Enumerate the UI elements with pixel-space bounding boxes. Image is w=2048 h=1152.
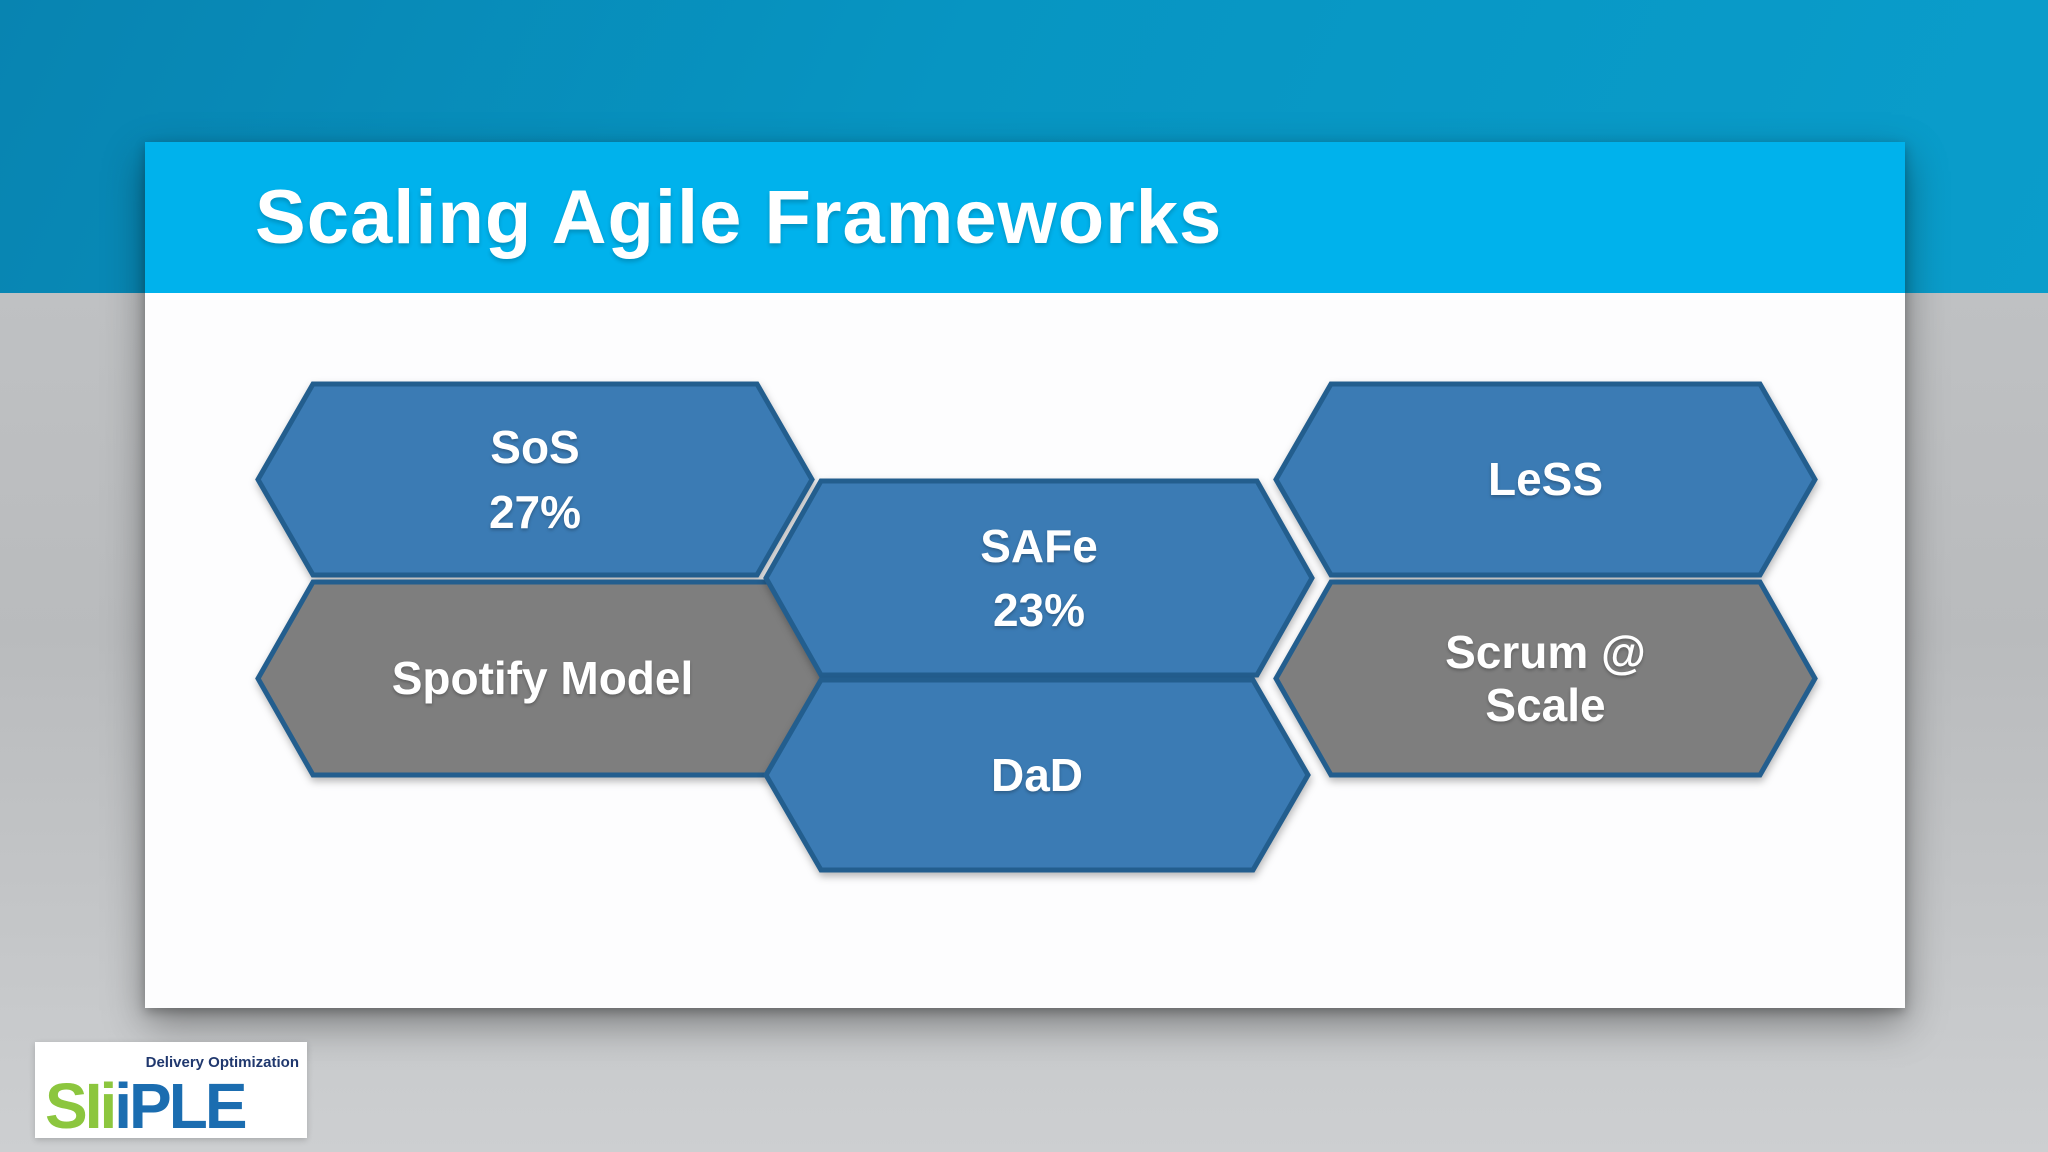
hexagon-sos-label: SoS: [490, 421, 580, 474]
logo-tagline: Delivery Optimization: [145, 1054, 299, 1071]
hexagon-scrum-at-scale: Scrum @ Scale: [1273, 579, 1818, 778]
simple-logo: SIiiPLE Delivery Optimization: [35, 1042, 307, 1142]
hexagon-scrum-at-scale-label2: Scale: [1485, 678, 1606, 731]
hexagon-spotify-model-label: Spotify Model: [391, 652, 694, 705]
hexagon-dad: DaD: [763, 677, 1311, 873]
hexagon-dad-shape: [763, 677, 1311, 873]
slide-title: Scaling Agile Frameworks: [255, 175, 1223, 260]
hexagon-spotify-model: Spotify Model: [255, 579, 830, 778]
hexagon-less: LeSS: [1273, 381, 1818, 578]
logo-text-green: SIi: [45, 1070, 117, 1143]
hexagon-scrum-at-scale-shape: [1273, 579, 1818, 778]
hexagon-sos-value: 27%: [488, 485, 582, 538]
hexagon-safe-shape: [763, 478, 1315, 678]
hexagon-less-shape: [1273, 381, 1818, 578]
slide-header-band: Scaling Agile Frameworks: [145, 142, 1905, 293]
slide: Scaling Agile Frameworks SoS 27% Spotify…: [145, 142, 1905, 1008]
hexagon-safe-label: SAFe: [980, 519, 1098, 572]
hexagon-safe-value: 23%: [992, 584, 1086, 636]
hexagon-sos: SoS 27%: [255, 381, 815, 578]
logo-wordmark: SIiiPLE: [45, 1070, 248, 1144]
logo-text-blue: iPLE: [114, 1070, 247, 1143]
hexagon-safe: SAFe 23%: [763, 478, 1315, 678]
hexagon-less-label: LeSS: [1487, 453, 1604, 506]
hexagon-scrum-at-scale-label: Scrum @: [1445, 625, 1646, 678]
hexagon-sos-shape: [255, 381, 815, 578]
hexagon-dad-label: DaD: [990, 748, 1084, 801]
